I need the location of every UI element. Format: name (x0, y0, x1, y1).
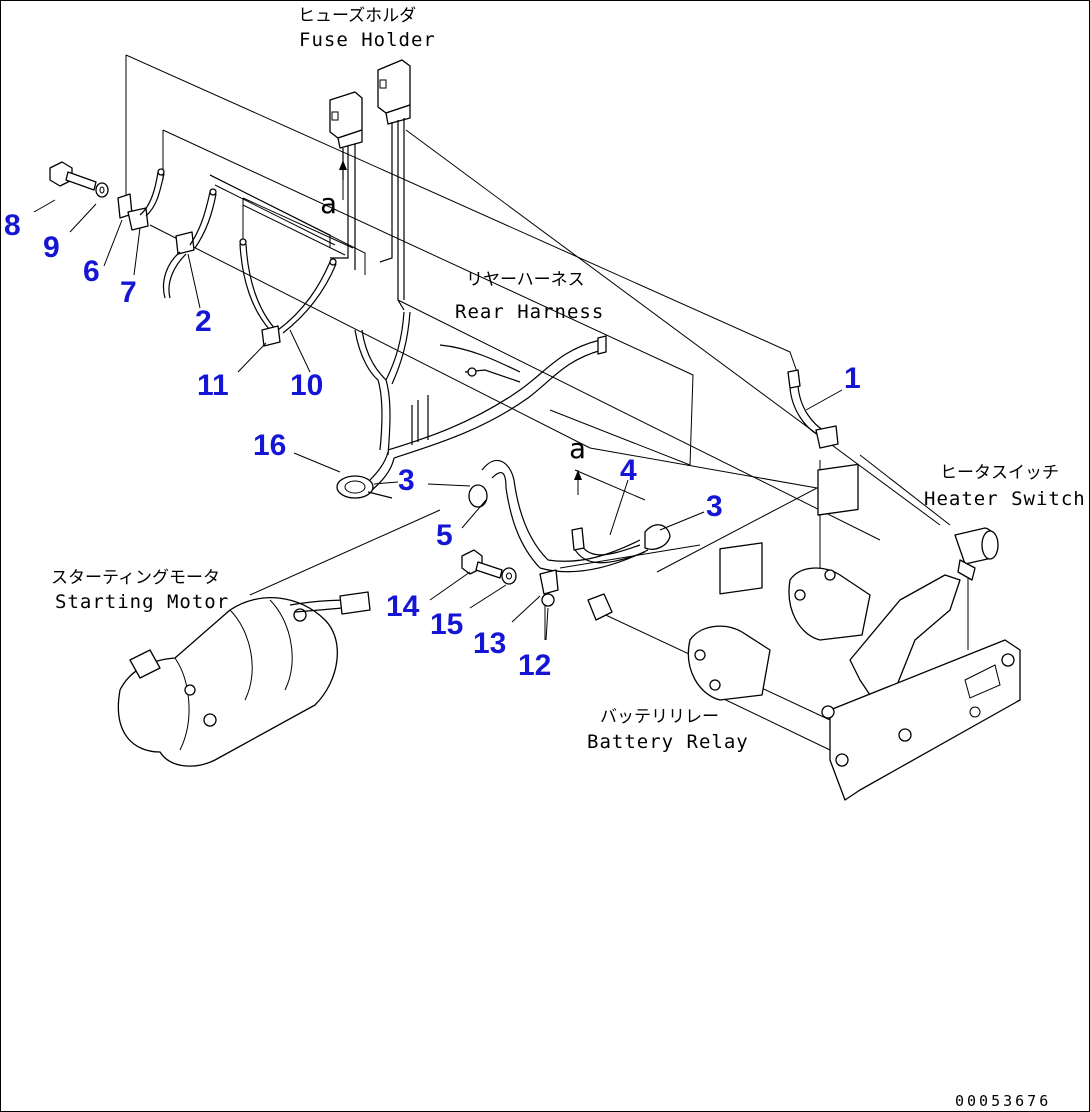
drawing-code: 00053676 (955, 1092, 1051, 1110)
washer-15 (501, 567, 517, 585)
callout-12: 12 (518, 649, 551, 682)
callout-11: 11 (197, 369, 229, 402)
fuse-holder-left (329, 91, 363, 270)
rear-harness (354, 311, 607, 459)
clamp-12-13 (539, 569, 613, 621)
callout-4: 4 (620, 454, 637, 487)
rear-harness-label-en: Rear Harness (455, 301, 604, 323)
starting-motor-label-jp: スターティングモータ (51, 568, 220, 588)
fuse-holder-label-en: Fuse Holder (299, 29, 436, 51)
callout-7: 7 (120, 276, 137, 309)
starting-motor-label-en: Starting Motor (55, 591, 229, 613)
washer-9 (95, 182, 109, 198)
battery-relay-label-en: Battery Relay (587, 731, 749, 753)
callout-16: 16 (253, 429, 286, 462)
callout-1: 1 (844, 362, 861, 395)
battery-relay-lower (687, 542, 771, 701)
callout-leaders (33, 199, 843, 641)
cable-6-7 (117, 168, 165, 231)
bolt-8 (49, 161, 97, 191)
battery-relay-label-jp: バッテリリレー (600, 707, 719, 727)
cable-4 (571, 524, 671, 564)
fuse-holder-right (377, 59, 411, 311)
battery-relay-upper (788, 463, 871, 641)
harness-frame (209, 174, 346, 256)
callout-6: 6 (83, 255, 100, 288)
cable-10-11 (239, 238, 337, 347)
cable-2 (162, 188, 217, 299)
callout-13: 13 (473, 627, 506, 660)
callout-2: 2 (195, 305, 212, 338)
mark-a-upper: a (320, 187, 337, 220)
cable-16 (336, 451, 395, 499)
heater-switch (954, 527, 999, 581)
fuse-holder-label-jp: ヒューズホルダ (298, 6, 416, 26)
heater-switch-label-en: Heater Switch (924, 488, 1086, 510)
starting-motor (117, 591, 371, 767)
callout-9: 9 (43, 231, 60, 264)
callout-5: 5 (436, 519, 453, 552)
callout-10: 10 (290, 369, 323, 402)
callout-14: 14 (386, 590, 420, 623)
callout-3-left: 3 (398, 464, 415, 497)
mark-a-lower: a (569, 432, 586, 465)
bolt-14 (461, 549, 503, 579)
callout-3-right: 3 (706, 490, 723, 523)
rear-harness-label-jp: リヤーハーネス (466, 270, 585, 290)
heater-switch-label-jp: ヒータスイッチ (940, 463, 1059, 483)
cable-1 (787, 369, 839, 449)
arrow-a-upper (339, 160, 347, 200)
callout-15: 15 (430, 608, 463, 641)
arrow-a-lower (574, 470, 582, 495)
callout-8: 8 (4, 209, 21, 242)
mounting-bracket (821, 574, 1021, 801)
